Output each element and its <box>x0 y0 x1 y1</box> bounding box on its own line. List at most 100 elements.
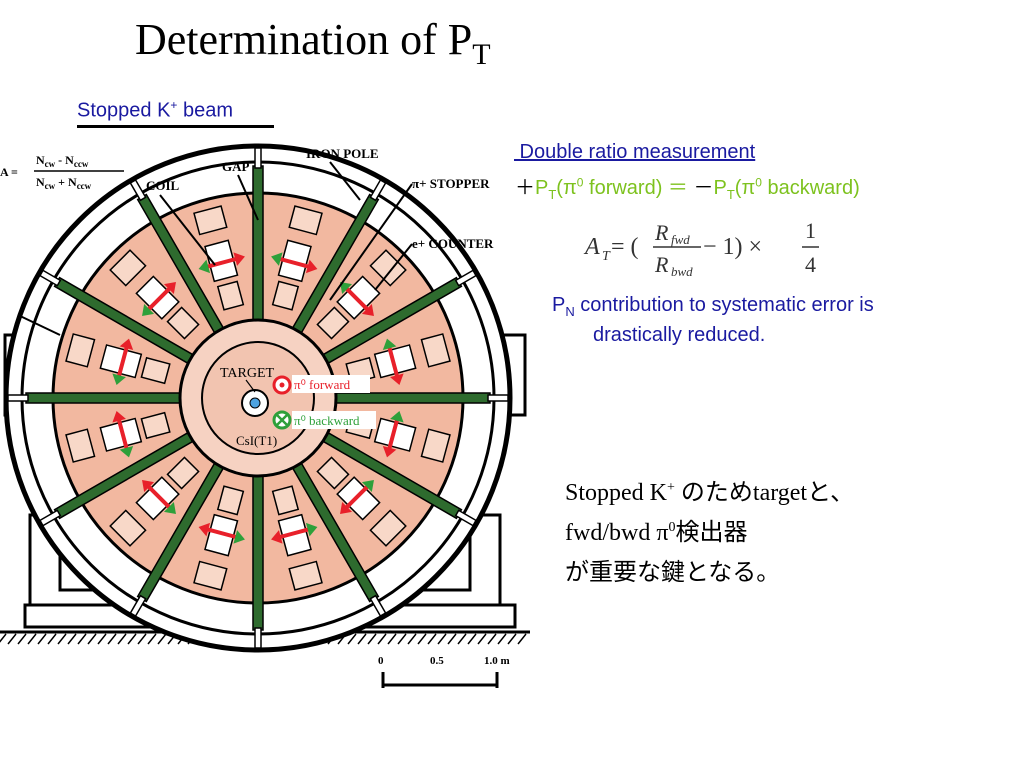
pn-note-line1: PN contribution to systematic error is <box>552 294 874 319</box>
japanese-note-line2: fwd/bwd π0検出器 <box>565 520 748 546</box>
crystal-module <box>109 249 147 287</box>
target-label: TARGET <box>220 366 275 381</box>
crystal-module <box>166 306 200 340</box>
hatch-stroke <box>517 633 527 645</box>
crystal-module <box>166 456 200 490</box>
japanese-note-line3: が重要な鍵となる。 <box>565 560 781 586</box>
double-ratio-title: Double ratio measurement <box>514 141 756 163</box>
svg-text:R: R <box>654 252 669 277</box>
detector-diagram: TARGET π⁰ forward π⁰ backward CsI(T1) A … <box>0 143 530 688</box>
crystal-module <box>369 249 407 287</box>
counter-block <box>454 269 478 287</box>
pi-forward-arrowhead <box>390 373 404 385</box>
counter-block <box>129 594 147 618</box>
hatch-stroke <box>357 633 367 645</box>
hatch-stroke <box>497 633 507 645</box>
pi-forward-arrowhead <box>112 411 126 423</box>
gap-bar <box>25 392 187 404</box>
beam-underline <box>77 125 274 128</box>
pi-forward-arrow <box>387 418 400 451</box>
pi-forward-arrowhead <box>305 259 318 274</box>
svg-text:fwd: fwd <box>671 232 690 247</box>
scale-bar: 0 0.5 1.0 m <box>378 655 510 688</box>
hatch-stroke <box>117 633 127 645</box>
pi-backward-arrowhead <box>163 501 176 514</box>
pi-backward-arrowhead <box>233 530 245 544</box>
counter-label: e+ COUNTER <box>412 236 494 251</box>
counter-block <box>254 147 262 169</box>
pi-forward-arrow <box>146 484 172 510</box>
counter-block <box>129 178 147 202</box>
crystal-module <box>316 306 350 340</box>
pi-forward-arrow <box>387 345 400 378</box>
crystal-module <box>216 485 245 516</box>
svg-text:R: R <box>654 220 669 245</box>
target-core <box>249 397 261 409</box>
pi-forward-arrowhead <box>340 501 353 514</box>
slide-title: Determination of PT <box>135 15 491 71</box>
gap-bar <box>252 165 264 327</box>
pi-forward-arrowhead <box>233 252 245 266</box>
counter-block <box>369 594 387 618</box>
hatch-stroke <box>0 633 7 643</box>
hatch-stroke <box>387 633 397 645</box>
svg-text:Ncw + Nccw: Ncw + Nccw <box>36 175 92 191</box>
pi-backward-arrowhead <box>142 303 155 316</box>
hatch-stroke <box>467 633 477 645</box>
hatch-stroke <box>347 633 357 645</box>
svg-text:0: 0 <box>378 655 384 667</box>
gap-bar <box>252 469 264 631</box>
hatch-stroke <box>507 633 517 645</box>
crystal-module <box>271 485 300 516</box>
hatch-stroke <box>47 633 57 645</box>
svg-text:A =: A = <box>0 165 18 179</box>
pi-forward-arrow <box>205 256 238 269</box>
hatch-stroke <box>487 633 497 645</box>
pi-forward-arrowhead <box>163 282 176 295</box>
pi-forward-arrow <box>116 418 129 451</box>
pi-forward-arrowhead <box>142 480 155 493</box>
svg-text:0.5: 0.5 <box>430 655 444 667</box>
counter-block <box>38 509 62 527</box>
hatch-stroke <box>417 633 427 645</box>
crystal-module <box>271 280 300 311</box>
svg-text:1.0 m: 1.0 m <box>484 655 510 667</box>
hatch-stroke <box>367 633 377 645</box>
counter-block <box>38 269 62 287</box>
pi-backward-arrowhead <box>198 259 211 274</box>
pi-forward-arrow <box>278 527 311 540</box>
hatch-stroke <box>127 633 137 645</box>
stopper-label: π+ STOPPER <box>412 176 490 191</box>
pi-forward-arrow <box>146 286 172 312</box>
pi-backward-arrowhead <box>361 480 374 493</box>
crystal-module <box>369 509 407 547</box>
svg-text:T: T <box>602 249 611 264</box>
iron-pole-label: IRON POLE <box>306 146 379 161</box>
pi-backward-label: π⁰ backward <box>294 413 360 428</box>
hatch-stroke <box>397 633 407 645</box>
counter-block <box>454 509 478 527</box>
crystal-module <box>140 356 171 385</box>
hatch-stroke <box>477 633 487 645</box>
counter-block <box>487 394 509 402</box>
hatch-stroke <box>57 633 67 645</box>
coil-label: COIL <box>146 178 180 193</box>
pi-forward-arrow <box>344 484 370 510</box>
crystal-module <box>109 509 147 547</box>
cw-ccw-equation: A = Ncw - Nccw Ncw + Nccw <box>0 153 124 191</box>
hatch-stroke <box>87 633 97 645</box>
hatch-stroke <box>67 633 77 645</box>
hatch-stroke <box>77 633 87 645</box>
hatch-stroke <box>17 633 27 645</box>
hatch-stroke <box>437 633 447 645</box>
hatch-stroke <box>7 633 17 645</box>
crystal-module <box>420 333 451 368</box>
svg-text:1: 1 <box>805 218 816 243</box>
crystal-module <box>193 560 228 591</box>
pi-forward-label: π⁰ forward <box>294 377 351 392</box>
crystal-module <box>65 428 96 463</box>
pn-note-line2: drastically reduced. <box>593 324 766 346</box>
hatch-stroke <box>147 633 157 645</box>
hatch-stroke <box>427 633 437 645</box>
svg-text:4: 4 <box>805 252 816 277</box>
